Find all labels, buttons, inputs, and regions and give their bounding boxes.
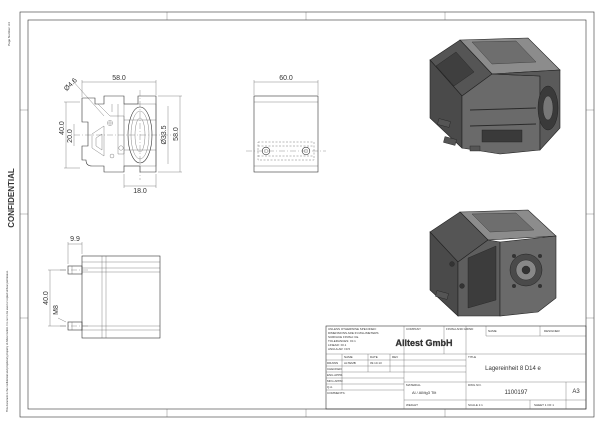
material-value: Al / AlMg3 Tilt xyxy=(412,390,437,395)
top-view: 60.0 xyxy=(246,75,326,173)
dim-side-offset: 9.9 xyxy=(70,236,80,243)
col-date: DATE xyxy=(370,355,378,359)
scale-label: SCALE 1:1 xyxy=(468,403,483,407)
sheet-size: A3 xyxy=(572,389,580,395)
zone-ticks xyxy=(20,12,594,417)
dwg-label: DWG NO. xyxy=(468,383,482,387)
row-comments: COMMENTS: xyxy=(327,391,345,395)
confidential-notice: This document is the confidential and pr… xyxy=(5,270,9,412)
designer-label: DESIGNER xyxy=(544,329,561,333)
dim-side-height: 40.0 xyxy=(43,291,50,305)
side-view: 9.9 40.0 M8 xyxy=(43,236,161,339)
material-label: MATERIAL xyxy=(406,383,421,387)
confidential-label: CONFIDENTIAL xyxy=(7,168,16,228)
tol-line-3: TOLERANCES: ±0.1 xyxy=(328,339,356,343)
tol-line-1: DIMENSIONS ARE IN MILLIMETERS xyxy=(328,331,379,335)
row-eng: ENG APPR. xyxy=(327,373,343,377)
dim-front-width: 58.0 xyxy=(112,75,126,82)
dim-front-offset: 18.0 xyxy=(133,188,147,195)
dim-side-thread: M8 xyxy=(53,305,60,315)
page-number-text: Page Number: A4 xyxy=(7,22,11,46)
row-drawn: DRAWN xyxy=(327,361,338,365)
row-checked: CHECKED xyxy=(327,367,343,371)
title-block: UNLESS OTHERWISE SPECIFIED: DIMENSIONS A… xyxy=(325,325,587,410)
title-label: TITLE xyxy=(468,355,476,359)
tol-line-2: SURFACE FINISH: Ra xyxy=(328,335,359,339)
iso-view-top xyxy=(429,37,561,155)
company-name: Alltest GmbH xyxy=(395,338,452,348)
drawn-date: 09.10.13 xyxy=(370,361,382,365)
row-qa: Q.A. xyxy=(327,385,333,389)
iso-view-bottom xyxy=(429,209,557,317)
col-rev: REV xyxy=(392,355,398,359)
tol-line-4: LINEAR: ±0.1 xyxy=(328,343,347,347)
dwg-number: 1100197 xyxy=(505,390,529,396)
dim-front-height2: 58.0 xyxy=(173,127,180,141)
sheet-label: SHEET 1 OF 1 xyxy=(534,403,554,407)
col-name: NAME xyxy=(344,355,353,359)
dim-front-diameter: Ø33.5 xyxy=(161,125,168,144)
dim-front-height: 40.0 xyxy=(59,121,66,135)
finish-label: FINISH AND GRIND xyxy=(446,327,474,331)
name-label: NAME xyxy=(488,329,497,333)
tol-line-0: UNLESS OTHERWISE SPECIFIED: xyxy=(328,327,377,331)
company-label: COMPANY xyxy=(406,327,421,331)
inner-border xyxy=(27,19,587,410)
weight-label: WEIGHT xyxy=(406,403,418,407)
dim-top-width: 60.0 xyxy=(279,75,293,82)
dim-front-half: 20.0 xyxy=(67,129,74,143)
drawing-title: Lagereinheit 8 D14 e xyxy=(485,366,541,372)
drawn-name: ALTEMB xyxy=(344,361,356,365)
tol-line-5: ANGULAR: ±0.5 xyxy=(328,347,350,351)
front-view: 58.0 40.0 20.0 Ø33.5 58.0 18.0 Ø4.6 xyxy=(59,75,182,195)
outer-border xyxy=(19,11,595,418)
row-mfg: MFG APPR. xyxy=(327,379,344,383)
